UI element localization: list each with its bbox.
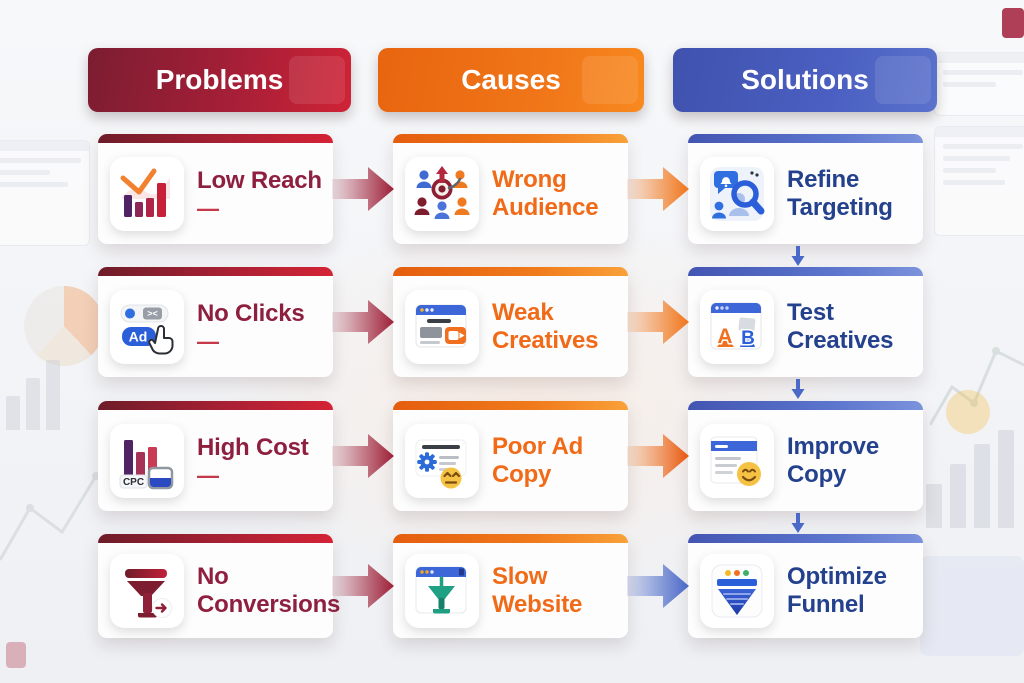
cause-card-poor-ad-copy: Poor Ad Copy xyxy=(393,401,628,511)
declining-bar-chart-icon xyxy=(110,156,184,231)
toggle-glyph: >< xyxy=(147,308,158,318)
ad-badge-label: Ad xyxy=(129,328,148,344)
background-blue-panel xyxy=(920,556,1024,656)
background-line-chart-right xyxy=(930,347,1024,426)
problem-label: No Clicks xyxy=(197,300,305,328)
window-line xyxy=(0,170,50,175)
arrow-cause-to-solution-row2 xyxy=(627,300,689,344)
background-red-chip xyxy=(1002,8,1024,38)
cpc-label: CPC xyxy=(123,477,144,488)
arrow-solution-down-2 xyxy=(791,379,805,399)
background-browser-window-right-top xyxy=(934,52,1024,116)
optimize-funnel-icon xyxy=(700,553,774,628)
slow-site-funnel-window-icon xyxy=(405,553,479,628)
solution-label: Optimize Funnel xyxy=(787,563,887,618)
refine-targeting-magnifier-icon xyxy=(700,156,774,231)
problem-dash: — xyxy=(197,462,219,488)
background-red-chip-bottom xyxy=(6,642,26,668)
problem-label: Low Reach xyxy=(197,167,322,195)
window-topbar xyxy=(0,141,89,151)
window-topbar xyxy=(935,53,1024,63)
window-topbar xyxy=(935,127,1024,137)
card-accent-bar xyxy=(393,534,628,543)
arrow-problem-to-cause-row1 xyxy=(332,167,394,211)
card-accent-bar xyxy=(688,134,923,143)
solution-label: Test Creatives xyxy=(787,299,894,354)
cause-label: Poor Ad Copy xyxy=(492,433,584,488)
arrow-problem-to-cause-row2 xyxy=(332,300,394,344)
hand-cursor-icon xyxy=(148,324,174,354)
problem-card-low-reach: Low Reach — xyxy=(98,134,333,244)
cause-label: Wrong Audience xyxy=(492,166,599,221)
arrow-solution-down-3 xyxy=(791,513,805,533)
problems-column-header: Problems xyxy=(88,48,351,112)
background-browser-window-left xyxy=(0,140,90,246)
ad-copy-smiley-icon xyxy=(700,423,774,498)
window-line xyxy=(0,158,81,163)
wrong-audience-target-icon xyxy=(405,156,479,231)
solution-card-improve-copy: Improve Copy xyxy=(688,401,923,511)
background-browser-window-right xyxy=(934,126,1024,236)
arrow-problem-to-cause-row4 xyxy=(332,564,394,608)
problem-label: No Conversions xyxy=(197,563,341,618)
card-accent-bar xyxy=(393,267,628,276)
causes-column-header: Causes xyxy=(378,48,644,112)
cpc-cost-bars-icon: CPC xyxy=(110,423,184,498)
window-line xyxy=(943,180,1006,185)
card-accent-bar xyxy=(688,401,923,410)
cause-card-weak-creatives: Weak Creatives xyxy=(393,267,628,377)
window-line xyxy=(943,70,1023,75)
solutions-column-header: Solutions xyxy=(673,48,937,112)
variant-b-label: B xyxy=(741,328,755,349)
solution-card-test-creatives: A B Test Creatives xyxy=(688,267,923,377)
card-accent-bar xyxy=(98,134,333,143)
window-line xyxy=(943,156,1011,161)
cause-label: Slow Website xyxy=(492,563,583,618)
causes-header-label: Causes xyxy=(461,64,561,95)
solution-card-refine-targeting: Refine Targeting xyxy=(688,134,923,244)
arrow-solution-down-1 xyxy=(791,246,805,266)
background-pie-chart xyxy=(24,286,104,366)
cause-label: Weak Creatives xyxy=(492,299,599,354)
arrow-cause-to-solution-row3 xyxy=(627,434,689,478)
window-line xyxy=(943,82,996,87)
empty-funnel-icon xyxy=(110,553,184,628)
ad-copy-unamused-icon xyxy=(405,423,479,498)
arrow-problem-to-cause-row3 xyxy=(332,434,394,478)
problem-card-no-conversions: No Conversions xyxy=(98,534,341,638)
creative-video-window-icon xyxy=(405,289,479,364)
solution-label: Refine Targeting xyxy=(787,166,893,221)
background-bar-chart-right xyxy=(924,428,1020,528)
ab-test-window-icon: A B xyxy=(700,289,774,364)
card-accent-bar xyxy=(393,401,628,410)
card-accent-bar xyxy=(688,267,923,276)
solution-label: Improve Copy xyxy=(787,433,879,488)
problem-dash: — xyxy=(197,328,219,354)
card-accent-bar xyxy=(98,534,333,543)
solution-card-optimize-funnel: Optimize Funnel xyxy=(688,534,923,638)
window-line xyxy=(943,144,1023,149)
problem-card-high-cost: CPC High Cost — xyxy=(98,401,333,511)
card-accent-bar xyxy=(393,134,628,143)
problems-header-label: Problems xyxy=(155,64,284,95)
variant-a-label: A xyxy=(717,325,732,348)
arrow-cause-to-solution-row1 xyxy=(627,167,689,211)
ad-button-cursor-icon: >< Ad xyxy=(110,289,184,364)
background-yellow-circle xyxy=(946,390,990,434)
background-bar-chart-left xyxy=(4,348,74,430)
problem-label: High Cost xyxy=(197,434,309,462)
cause-card-slow-website: Slow Website xyxy=(393,534,628,638)
cause-card-wrong-audience: Wrong Audience xyxy=(393,134,628,244)
card-accent-bar xyxy=(98,401,333,410)
problem-dash: — xyxy=(197,195,219,221)
arrow-cause-to-solution-row4 xyxy=(627,564,689,608)
window-line xyxy=(0,182,68,187)
solutions-header-label: Solutions xyxy=(741,64,869,95)
window-line xyxy=(943,168,996,173)
card-accent-bar xyxy=(688,534,923,543)
problem-card-no-clicks: >< Ad No Clicks — xyxy=(98,267,333,377)
card-accent-bar xyxy=(98,267,333,276)
